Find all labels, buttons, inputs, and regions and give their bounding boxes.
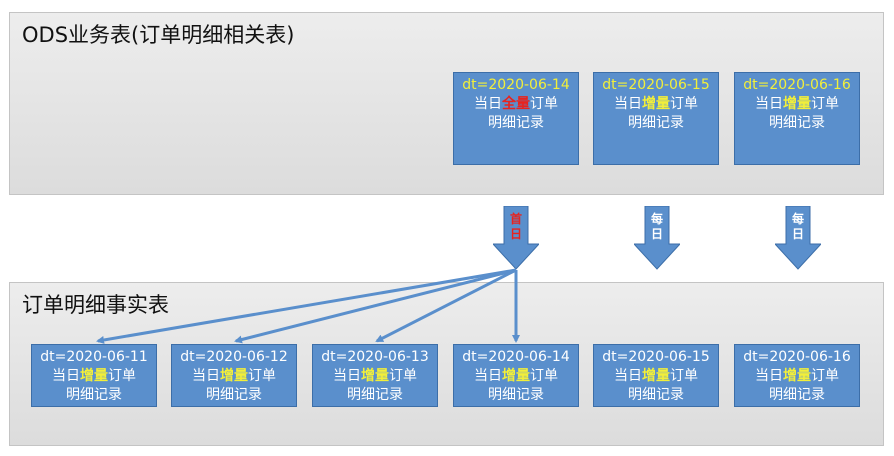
box-line2: 明细记录	[628, 387, 684, 403]
fact-panel-title: 订单明细事实表	[22, 293, 169, 317]
box-line1: 当日全量订单	[474, 96, 558, 112]
fact-box-0615: dt=2020-06-15 当日增量订单 明细记录	[593, 344, 719, 407]
box-date: dt=2020-06-13	[321, 349, 429, 365]
box-line2: 明细记录	[66, 387, 122, 403]
box-line1: 当日增量订单	[474, 368, 558, 384]
box-line2: 明细记录	[769, 115, 825, 131]
box-date: dt=2020-06-14	[462, 349, 570, 365]
ods-box-0615: dt=2020-06-15 当日增量订单 明细记录	[593, 72, 719, 165]
daily-label: 每日	[791, 212, 804, 241]
box-line2: 明细记录	[488, 115, 544, 131]
ods-box-0616: dt=2020-06-16 当日增量订单 明细记录	[734, 72, 860, 165]
ods-box-0614: dt=2020-06-14 当日全量订单 明细记录	[453, 72, 579, 165]
box-line2: 明细记录	[347, 387, 403, 403]
fact-box-0614: dt=2020-06-14 当日增量订单 明细记录	[453, 344, 579, 407]
increment-highlight: 增量	[502, 368, 530, 384]
first-day-arrow	[493, 206, 539, 270]
box-line2: 明细记录	[628, 115, 684, 131]
fact-box-0611: dt=2020-06-11 当日增量订单 明细记录	[31, 344, 157, 407]
fact-box-0616: dt=2020-06-16 当日增量订单 明细记录	[734, 344, 860, 407]
increment-highlight: 增量	[220, 368, 248, 384]
box-line1: 当日增量订单	[192, 368, 276, 384]
box-line2: 明细记录	[769, 387, 825, 403]
box-line1: 当日增量订单	[614, 368, 698, 384]
increment-highlight: 增量	[361, 368, 389, 384]
box-date: dt=2020-06-16	[743, 77, 851, 93]
box-line1: 当日增量订单	[614, 96, 698, 112]
increment-highlight: 增量	[642, 96, 670, 112]
box-date: dt=2020-06-12	[180, 349, 288, 365]
fact-box-0613: dt=2020-06-13 当日增量订单 明细记录	[312, 344, 438, 407]
increment-highlight: 增量	[783, 368, 811, 384]
increment-highlight: 增量	[642, 368, 670, 384]
box-date: dt=2020-06-14	[462, 77, 570, 93]
box-line2: 明细记录	[206, 387, 262, 403]
first-day-label: 首日	[509, 212, 522, 241]
box-date: dt=2020-06-15	[602, 349, 710, 365]
daily-arrow	[775, 206, 821, 270]
box-line2: 明细记录	[488, 387, 544, 403]
box-line1: 当日增量订单	[52, 368, 136, 384]
box-line1: 当日增量订单	[755, 368, 839, 384]
fact-box-0612: dt=2020-06-12 当日增量订单 明细记录	[171, 344, 297, 407]
increment-highlight: 增量	[80, 368, 108, 384]
box-date: dt=2020-06-15	[602, 77, 710, 93]
full-highlight: 全量	[502, 96, 530, 112]
box-line1: 当日增量订单	[755, 96, 839, 112]
ods-panel-title: ODS业务表(订单明细相关表)	[22, 23, 295, 47]
increment-highlight: 增量	[783, 96, 811, 112]
box-line1: 当日增量订单	[333, 368, 417, 384]
box-date: dt=2020-06-16	[743, 349, 851, 365]
daily-label: 每日	[650, 212, 663, 241]
box-date: dt=2020-06-11	[40, 349, 148, 365]
daily-arrow	[634, 206, 680, 270]
